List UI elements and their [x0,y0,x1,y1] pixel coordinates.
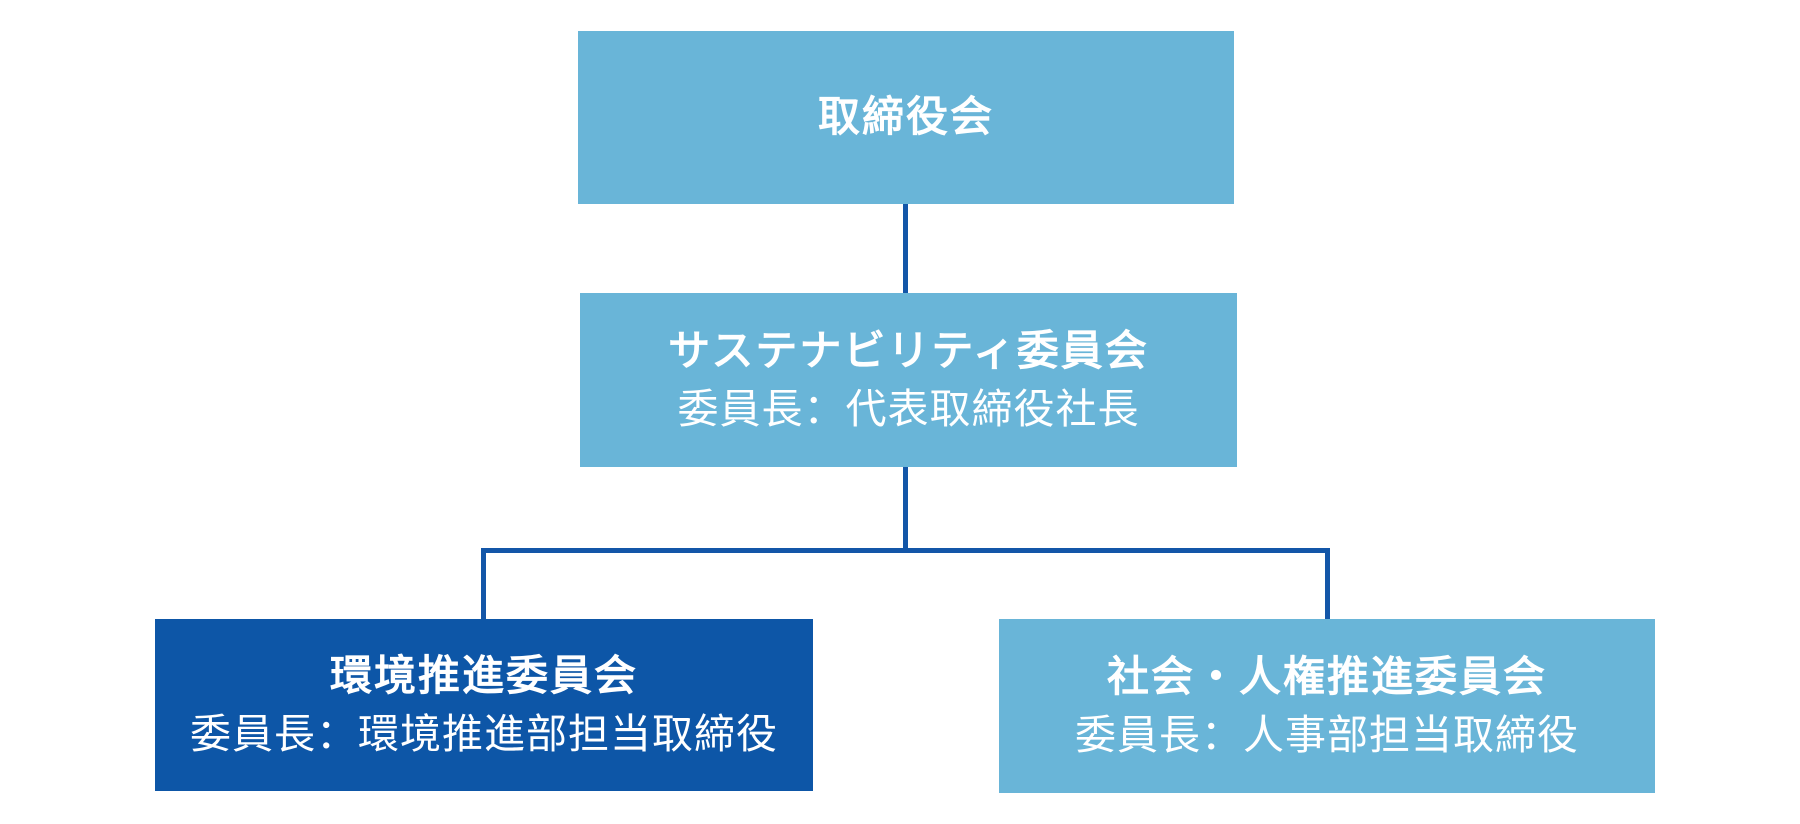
node-sustainability-committee-title: サステナビリティ委員会 [668,326,1149,374]
node-social-human-rights-committee-chair: 委員長：人事部担当取締役 [1075,712,1579,759]
connector-branch-horizontal [481,548,1330,553]
node-social-human-rights-committee: 社会・人権推進委員会 委員長：人事部担当取締役 [999,619,1655,793]
connector-drop-to-environment [481,548,486,620]
node-environment-promotion-committee: 環境推進委員会 委員長：環境推進部担当取締役 [155,619,813,791]
node-social-human-rights-committee-title: 社会・人権推進委員会 [1106,652,1547,700]
node-sustainability-committee-chair: 委員長：代表取締役社長 [677,386,1140,433]
connector-drop-to-social [1325,548,1330,620]
node-environment-promotion-committee-title: 環境推進委員会 [329,651,638,699]
node-board-of-directors: 取締役会 [578,31,1234,204]
node-environment-promotion-committee-chair: 委員長：環境推進部担当取締役 [190,711,778,758]
connector-board-to-sustainability [903,203,908,294]
node-board-of-directors-title: 取締役会 [817,93,994,141]
connector-sustainability-stem [903,466,908,550]
node-sustainability-committee: サステナビリティ委員会 委員長：代表取締役社長 [580,293,1237,467]
